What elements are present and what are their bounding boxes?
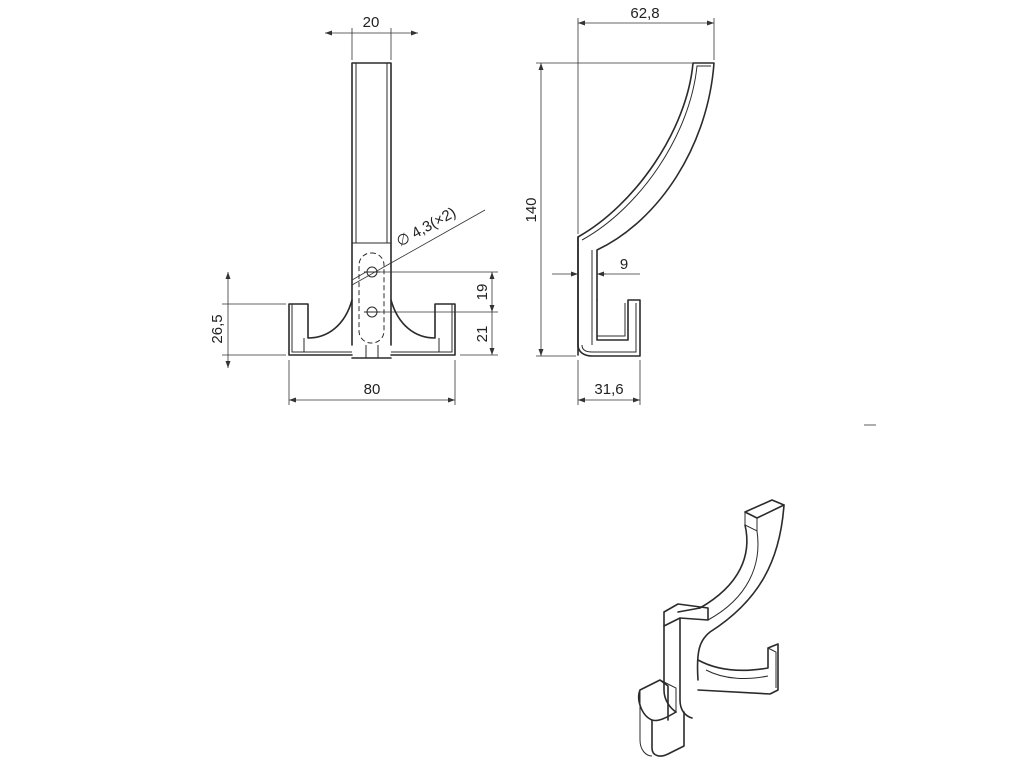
side-curved-arm-inner bbox=[581, 65, 711, 241]
dim-hole-spacing-value: 19 bbox=[474, 284, 491, 301]
side-curved-arm bbox=[577, 62, 715, 356]
dim-top-projection-value: 62,8 bbox=[630, 5, 659, 22]
dim-top-projection: 62,8 bbox=[577, 5, 715, 234]
dim-overall-height-value: 140 bbox=[523, 197, 540, 222]
dim-width-top-value: 20 bbox=[363, 14, 380, 31]
dim-thickness: 9 bbox=[552, 256, 640, 277]
front-base-notch bbox=[365, 345, 379, 358]
dim-overall-width-value: 80 bbox=[364, 381, 381, 398]
front-right-arm bbox=[390, 299, 456, 356]
side-lower-hook-inner bbox=[581, 303, 637, 353]
dim-base-depth: 31,6 bbox=[577, 360, 641, 405]
iso-curved-arm-inner bbox=[696, 504, 785, 681]
isometric-view bbox=[637, 499, 785, 757]
front-left-arm-inner bbox=[291, 304, 352, 353]
front-right-arm-inner bbox=[391, 304, 453, 353]
iso-curved-arm-mid bbox=[707, 530, 759, 621]
dim-hole-bottom-value: 21 bbox=[474, 326, 491, 343]
front-stem-outline bbox=[351, 62, 392, 346]
front-left-arm bbox=[288, 299, 353, 356]
side-view: 62,8 140 9 31,6 bbox=[523, 5, 715, 405]
iso-left-hook-edge bbox=[639, 690, 653, 757]
iso-curved-arm-outer bbox=[677, 524, 748, 613]
iso-left-hook-front bbox=[651, 711, 685, 757]
dim-hole-callout: ∅ 4,3(×2) bbox=[351, 204, 486, 286]
front-screw-slot bbox=[358, 252, 385, 344]
iso-back-plate-top bbox=[663, 603, 709, 627]
iso-right-arm bbox=[697, 643, 779, 695]
iso-left-hook-top bbox=[659, 679, 677, 712]
dim-width-top: 20 bbox=[325, 14, 418, 60]
iso-left-hook bbox=[637, 679, 677, 722]
dim-hook-height: 26,5 bbox=[209, 272, 286, 368]
iso-top-cap-face bbox=[744, 512, 758, 532]
iso-right-arm-inner bbox=[705, 647, 777, 688]
dim-base-depth-value: 31,6 bbox=[594, 381, 623, 398]
iso-back-plate bbox=[663, 617, 693, 719]
dim-hole-vertical: 19 21 bbox=[380, 271, 498, 356]
dim-hook-height-value: 26,5 bbox=[209, 314, 226, 343]
side-lower-hook bbox=[577, 299, 641, 357]
front-view: 20 ∅ 4,3(×2) 19 21 26,5 bbox=[209, 14, 498, 405]
dim-overall-height: 140 bbox=[523, 62, 692, 357]
dim-overall-width: 80 bbox=[288, 360, 456, 405]
dim-thickness-value: 9 bbox=[620, 256, 628, 273]
iso-top-cap bbox=[744, 499, 785, 519]
